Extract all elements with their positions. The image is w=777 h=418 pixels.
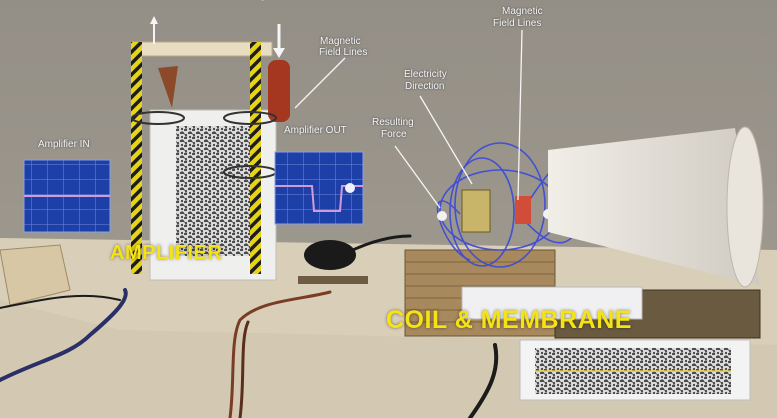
label-field-lines-right-1: Magnetic	[502, 6, 543, 17]
label-field-lines-left-2: Field Lines	[319, 47, 368, 58]
label-electricity-2: Direction	[405, 81, 445, 92]
paper-cup	[548, 128, 760, 286]
hazard-post-right	[250, 42, 261, 274]
capacitor	[304, 240, 356, 270]
red-cylinder	[268, 60, 290, 122]
label-amplifier-out: Amplifier OUT	[284, 125, 347, 136]
label-amplifier-in: Amplifier IN	[38, 139, 90, 150]
label-coil-membrane: COIL & MEMBRANE	[386, 306, 632, 334]
hazard-post-left	[131, 42, 142, 274]
label-field-lines-right-2: Field Lines	[493, 18, 542, 29]
pick-left	[158, 66, 178, 108]
printed-card	[461, 286, 643, 320]
label-force-1: Resulting	[372, 117, 414, 128]
amplifier-pattern	[176, 126, 254, 256]
magnet	[515, 196, 531, 224]
wood-block-left	[0, 244, 71, 306]
label-force-2: Force	[381, 129, 407, 140]
wires	[0, 234, 499, 418]
coil	[461, 189, 491, 233]
label-field-lines-left-1: Magnetic	[320, 36, 361, 47]
label-amplifier: AMPLIFIER	[110, 242, 223, 264]
label-electricity-1: Electricity	[404, 69, 447, 80]
